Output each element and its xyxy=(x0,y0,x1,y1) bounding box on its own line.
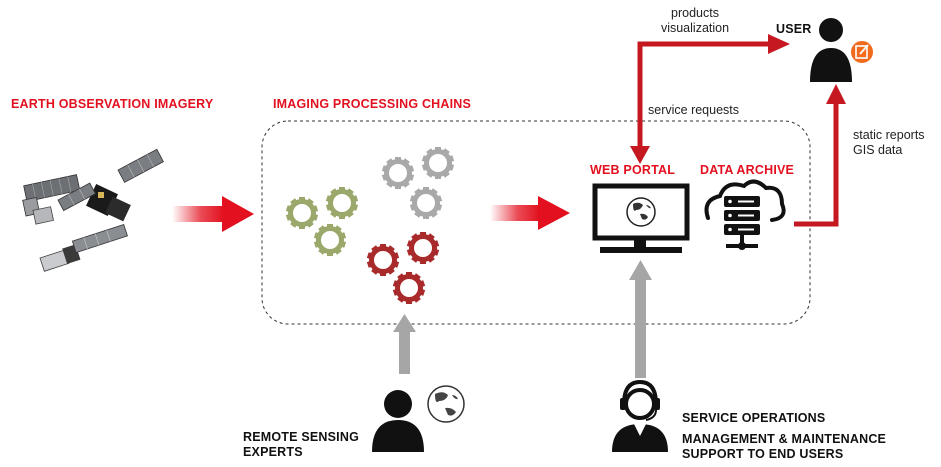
satellite-icon xyxy=(22,148,164,272)
server-cloud-icon xyxy=(704,179,786,250)
remote-sensing-line2: EXPERTS xyxy=(243,445,303,459)
web-portal-title: WEB PORTAL xyxy=(590,163,676,177)
management-line1: MANAGEMENT & MAINTENANCE xyxy=(682,432,887,446)
products-visualization-line1: products xyxy=(671,6,719,20)
experts-to-processing-arrow xyxy=(393,314,416,374)
processing-chain-box xyxy=(261,120,811,325)
archive-to-user-arrow xyxy=(794,84,846,227)
remote-sensing-line1: REMOTE SENSING xyxy=(243,430,360,444)
management-label: MANAGEMENT & MAINTENANCE SUPPORT TO END … xyxy=(682,432,886,462)
globe-icon xyxy=(427,385,465,423)
service-requests-label: service requests xyxy=(648,103,740,117)
processing-chains-title: IMAGING PROCESSING CHAINS xyxy=(273,97,472,111)
person-icon xyxy=(372,390,424,452)
flow-arrow-imagery-to-processing xyxy=(172,196,254,232)
monitor-icon xyxy=(592,183,690,253)
earth-observation-title: EARTH OBSERVATION IMAGERY xyxy=(11,97,214,111)
products-visualization-line2: visualization xyxy=(660,21,730,35)
user-portal-arrow xyxy=(630,34,790,164)
management-line2: SUPPORT TO END USERS xyxy=(682,447,844,461)
products-visualization-label: products visualization xyxy=(650,6,740,36)
gear-icon xyxy=(286,147,454,304)
static-reports-line2: GIS data xyxy=(853,143,903,157)
static-reports-label: static reports GIS data xyxy=(853,128,925,158)
flow-arrow-processing-to-portal xyxy=(490,196,570,230)
headset-operator-icon xyxy=(612,379,668,452)
service-operations-label: SERVICE OPERATIONS xyxy=(682,411,826,425)
static-reports-line1: static reports xyxy=(853,128,925,142)
globe-icon xyxy=(626,197,656,227)
user-icon xyxy=(810,18,875,82)
data-archive-title: DATA ARCHIVE xyxy=(700,163,795,177)
operations-to-portal-arrow xyxy=(629,260,652,378)
remote-sensing-experts-label: REMOTE SENSING EXPERTS xyxy=(243,430,359,460)
user-title: USER xyxy=(776,22,812,36)
